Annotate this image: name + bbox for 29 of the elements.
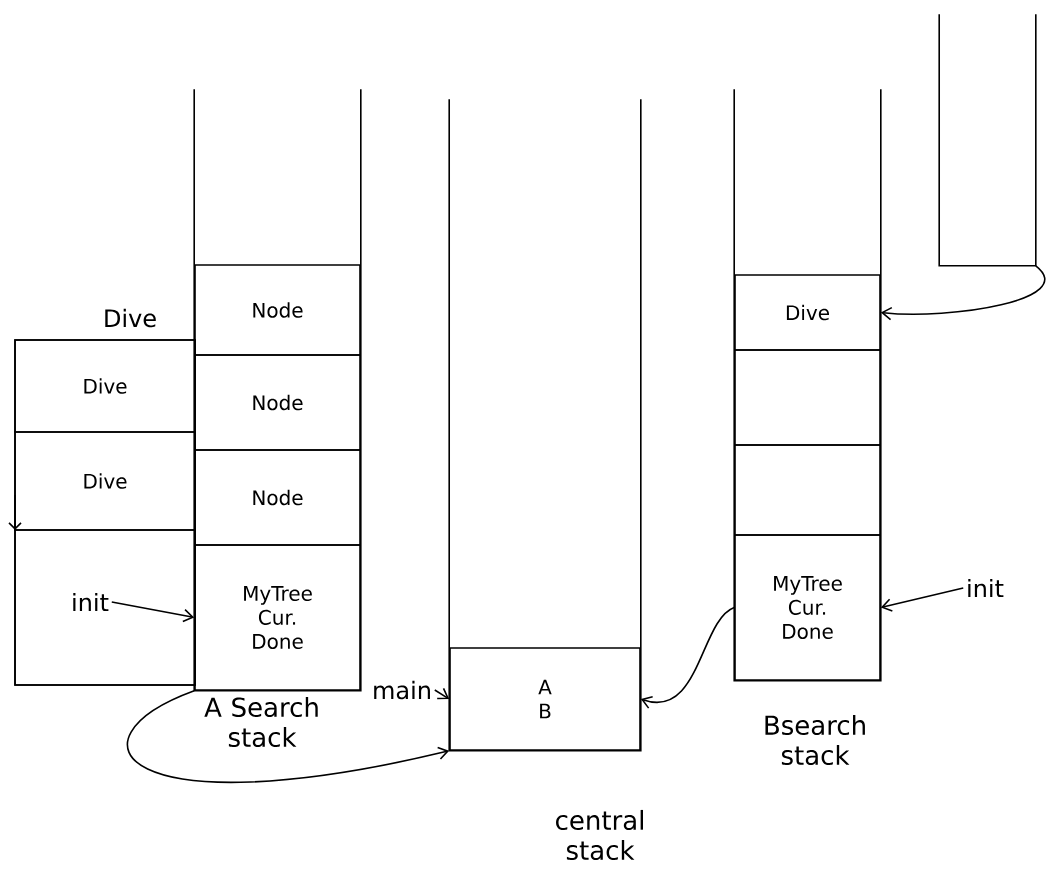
- empty-frame: [14, 529, 196, 686]
- arrow: [111, 601, 195, 623]
- stack-caption: A Search stack: [204, 696, 318, 748]
- arrow: [880, 587, 965, 612]
- stack-column: [193, 88, 362, 692]
- stack-frame: Node: [194, 264, 361, 356]
- stack-column: [938, 13, 1037, 267]
- stack-caption: central stack: [556, 809, 643, 861]
- stack-frame: Dive: [734, 274, 881, 351]
- stack-frame: A B: [449, 647, 641, 751]
- text-label: init: [968, 578, 1004, 598]
- text-label: init: [73, 592, 109, 612]
- stack-frame: Dive: [14, 431, 196, 531]
- arrow: [434, 687, 450, 700]
- stack-column: [448, 98, 642, 752]
- arrow: [640, 606, 735, 709]
- stack-frame: MyTree Cur. Done: [194, 544, 361, 691]
- stack-frame: Node: [194, 449, 361, 546]
- arrow: [880, 265, 1046, 321]
- stack-frame: Node: [194, 354, 361, 451]
- empty-frame: [734, 444, 881, 536]
- empty-frame: [734, 349, 881, 446]
- stack-frame: MyTree Cur. Done: [734, 534, 881, 681]
- arrow: [126, 690, 450, 783]
- text-label: main: [374, 680, 430, 700]
- text-label: Dive: [105, 308, 156, 328]
- stack-column: [733, 88, 882, 682]
- stack-frame: Dive: [14, 339, 196, 433]
- stack-caption: Bsearch stack: [765, 714, 865, 766]
